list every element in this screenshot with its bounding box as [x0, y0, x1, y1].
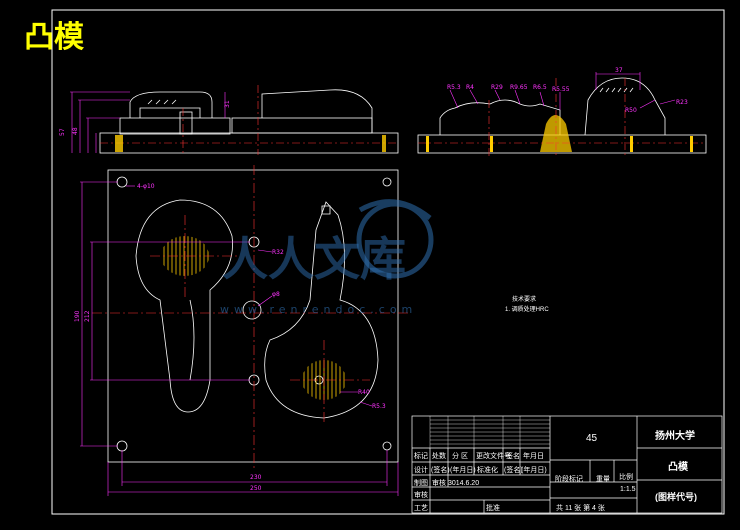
dim-plan-r40: R40: [358, 389, 370, 396]
dim-front-r555: R5.55: [552, 86, 570, 93]
part-name: 凸模: [668, 462, 688, 473]
school-name: 扬州大学: [655, 431, 695, 442]
tb-r0c3: 更改文件号: [476, 453, 511, 460]
tech-requirement-heading: 技术要求: [512, 297, 537, 303]
dim-plan-phi8: φ8: [272, 291, 280, 298]
dim-front-r965: R9.65: [510, 84, 528, 91]
weight-label: 重量: [596, 476, 610, 483]
title-block: [411, 415, 723, 514]
dim-front-37: 37: [615, 67, 623, 74]
dim-plan-r32: R32: [272, 249, 284, 256]
tech-requirement-line: 1. 调质处理HRC: [505, 307, 549, 313]
dim-front-r50: R50: [625, 107, 637, 114]
side-view-left: [99, 89, 399, 154]
scale-label: 比例: [619, 474, 633, 481]
sheet-info: 共 11 张 第 4 张: [556, 505, 605, 512]
tb-r0c4: 签名: [506, 453, 520, 460]
dim-left-212: 212: [84, 310, 91, 322]
tb-r1c2: (年月日): [450, 467, 476, 474]
material-code: 45: [586, 433, 598, 444]
tb-r0c0: 标记: [414, 453, 428, 460]
tb-r0c1: 处数: [432, 453, 446, 460]
dim-top-31: 31: [224, 100, 231, 108]
drawing-title: 凸模: [24, 21, 84, 54]
tb-r1c5: (年月日): [521, 467, 547, 474]
dim-plan-250: 250: [250, 485, 262, 492]
tb-r1c0: 设计: [414, 467, 428, 474]
dim-plan-holes: 4-φ10: [137, 183, 155, 190]
dim-front-r23: R23: [676, 99, 688, 106]
watermark: [356, 199, 434, 279]
scale-value: 1:1.5: [620, 486, 636, 493]
dim-left-57: 57: [59, 128, 66, 136]
plan-view: [107, 169, 399, 463]
dim-front-r4: R4: [466, 84, 474, 91]
tb-r4c2: 批准: [486, 505, 500, 512]
dim-plan-r53: R5.3: [372, 403, 386, 410]
tb-r1c4: (签名): [504, 467, 523, 474]
tb-r4c0: 工艺: [414, 505, 428, 512]
dim-plan-230: 230: [250, 474, 262, 481]
tb-r0c5: 年月日: [523, 453, 544, 460]
dim-front-r65: R6.5: [533, 84, 547, 91]
tb-r0c2: 分 区: [452, 453, 468, 460]
tb-r3c0: 审核: [414, 492, 428, 499]
tb-r1c1: (签名): [431, 467, 450, 474]
drawing-number: (图样代号): [655, 492, 697, 502]
dim-left-48: 48: [72, 127, 79, 135]
tb-r1c3: 标准化: [477, 467, 498, 474]
stage-label: 阶段标记: [555, 476, 583, 483]
tb-r2c1: 审核 3014.6.20: [432, 480, 480, 487]
watermark-text: 人人文库: [222, 232, 406, 286]
watermark-url: www.renrendoc.com: [220, 303, 417, 316]
dim-front-r53: R5.3: [447, 84, 461, 91]
dim-left-190: 190: [74, 310, 81, 322]
dim-front-r29: R29: [491, 84, 503, 91]
tb-r2c0: 制图: [414, 480, 428, 487]
